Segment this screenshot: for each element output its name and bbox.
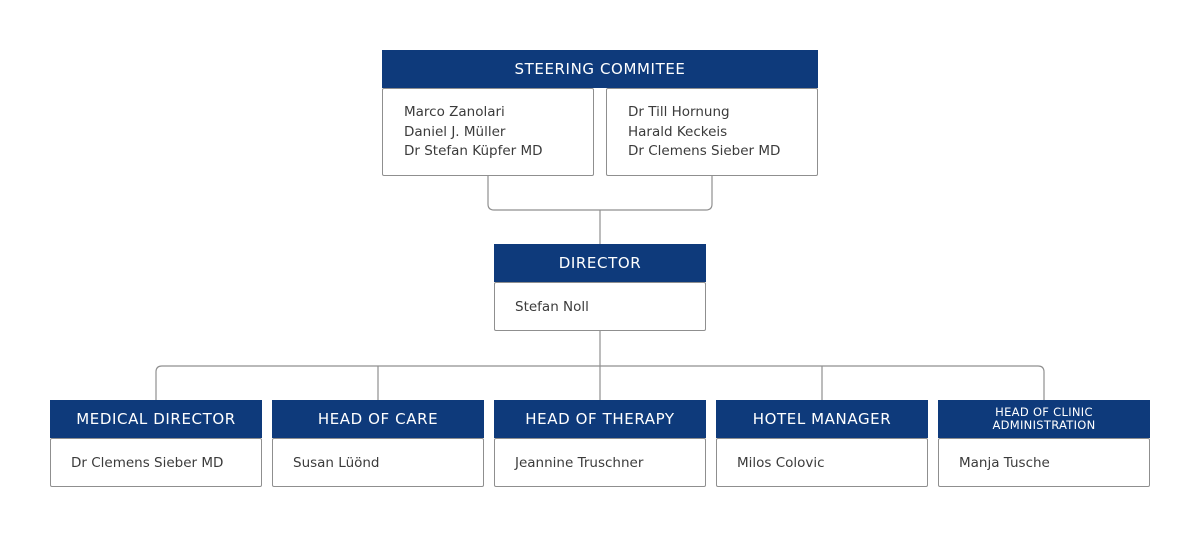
steering-committee-right-box: Dr Till Hornung Harald Keckeis Dr Clemen… — [606, 88, 818, 176]
department-person: Susan Lüönd — [293, 454, 380, 471]
department-person: Milos Colovic — [737, 454, 825, 471]
medical-director-header: MEDICAL DIRECTOR — [50, 400, 262, 438]
department-title: HEAD OF CLINIC ADMINISTRATION — [992, 405, 1096, 432]
department-title: MEDICAL DIRECTOR — [76, 410, 236, 428]
department-title: HEAD OF CARE — [317, 410, 439, 428]
steering-member: Daniel J. Müller — [404, 123, 506, 140]
steering-member: Marco Zanolari — [404, 104, 505, 120]
department-person: Dr Clemens Sieber MD — [71, 454, 224, 471]
steering-to-director-connector — [487, 176, 713, 211]
head-of-therapy-header: HEAD OF THERAPY — [494, 400, 706, 438]
steering-member: Dr Clemens Sieber MD — [628, 143, 781, 159]
steering-member: Harald Keckeis — [628, 123, 728, 140]
department-person: Jeannine Truschner — [515, 454, 644, 471]
hotel-manager-box: Milos Colovic — [716, 438, 928, 487]
director-box: Stefan Noll — [494, 282, 706, 331]
department-person: Manja Tusche — [959, 454, 1050, 471]
head-of-care-box: Susan Lüönd — [272, 438, 484, 487]
steering-committee-header: STEERING COMMITEE — [382, 50, 818, 88]
department-title: HEAD OF THERAPY — [525, 410, 675, 428]
steering-member: Dr Till Hornung — [628, 104, 730, 120]
head-of-clinic-administration-header: HEAD OF CLINIC ADMINISTRATION — [938, 400, 1150, 438]
steering-member: Dr Stefan Küpfer MD — [404, 143, 543, 159]
head-of-therapy-box: Jeannine Truschner — [494, 438, 706, 487]
department-title: HOTEL MANAGER — [752, 410, 892, 428]
director-name: Stefan Noll — [515, 298, 589, 315]
head-of-care-header: HEAD OF CARE — [272, 400, 484, 438]
hotel-manager-header: HOTEL MANAGER — [716, 400, 928, 438]
steering-committee-title: STEERING COMMITEE — [514, 60, 686, 78]
head-of-clinic-administration-box: Manja Tusche — [938, 438, 1150, 487]
steering-committee-left-box: Marco Zanolari Daniel J. Müller Dr Stefa… — [382, 88, 594, 176]
director-header: DIRECTOR — [494, 244, 706, 282]
director-title: DIRECTOR — [558, 254, 642, 272]
medical-director-box: Dr Clemens Sieber MD — [50, 438, 262, 487]
